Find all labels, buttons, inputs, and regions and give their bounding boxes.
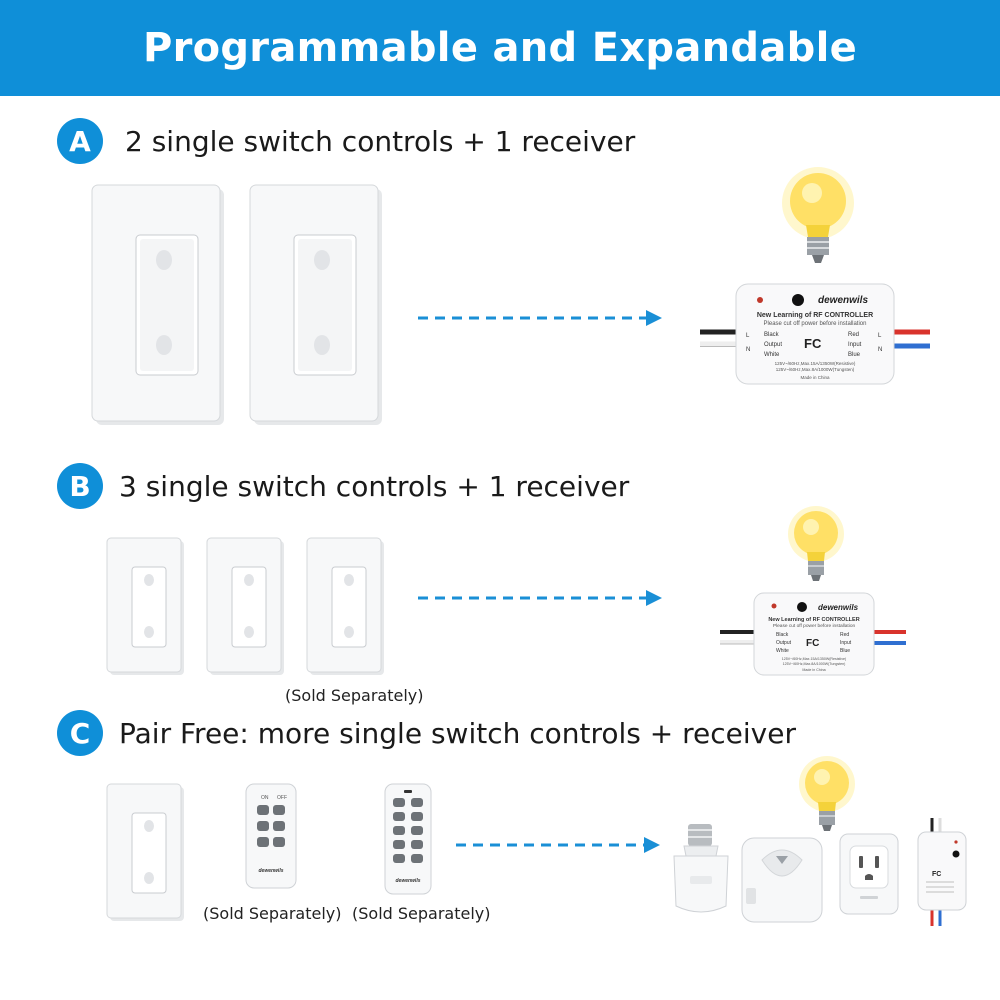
sold-separately-caption: (Sold Separately) (285, 686, 424, 705)
page-title: Programmable and Expandable (142, 25, 858, 71)
receiver-title: New Learning of RF CONTROLLER (757, 312, 873, 319)
section-a-badge: A (57, 118, 103, 164)
section-b-badge: B (57, 463, 103, 509)
receiver-input-label: Input (840, 640, 852, 646)
remote-on-label: ON (261, 795, 269, 801)
plug-in-outlet-switch (741, 837, 823, 923)
wall-switch-small (206, 537, 284, 675)
light-bulb-icon (782, 167, 854, 263)
receiver-n-in: N (878, 347, 882, 353)
fc-mark: FC (804, 336, 822, 351)
receiver-made-in: Made in China (800, 375, 830, 380)
receiver-n-out: N (746, 347, 750, 353)
receiver-warning: Please cut off power before installation (773, 623, 856, 629)
sold-separately-caption: (Sold Separately) (203, 904, 342, 923)
receiver-white-label: White (764, 352, 780, 358)
receiver-spec-2: 125V~/60Hz,Max.8A/1000W(Tungsten) (783, 662, 846, 666)
receiver-controller: dewenwils New Learning of RF CONTROLLER … (700, 283, 930, 385)
receiver-red-label: Red (848, 332, 859, 338)
wall-switch-small (306, 537, 384, 675)
receiver-controller: dewenwils New Learning of RF CONTROLLER … (720, 592, 906, 676)
wall-switch-large (91, 184, 224, 425)
wall-switch-small (106, 783, 184, 921)
receiver-red-label: Red (840, 632, 849, 638)
smart-plug (839, 833, 899, 915)
arrow-b (418, 590, 662, 606)
receiver-black-label: Black (764, 332, 780, 338)
fc-mark: FC (932, 871, 941, 878)
receiver-black-label: Black (776, 632, 789, 638)
section-c-badge: C (57, 710, 103, 756)
receiver-input-label: Input (848, 342, 862, 348)
section-c-title: Pair Free: more single switch controls +… (119, 716, 796, 750)
section-b-heading: B 3 single switch controls + 1 receiver (57, 463, 629, 509)
receiver-warning: Please cut off power before installation (764, 321, 867, 327)
remote-brand: dewenwils (395, 878, 420, 884)
wall-switch-small (106, 537, 184, 675)
section-b-title: 3 single switch controls + 1 receiver (119, 469, 630, 503)
receiver-blue-label: Blue (840, 648, 850, 654)
receiver-spec-2: 125V~/60Hz,Max.8A/1000W(Tungsten) (776, 367, 855, 372)
light-bulb-icon (799, 756, 855, 831)
arrow-a (418, 310, 662, 326)
lamp-socket-adapter (673, 824, 729, 913)
header-banner: Programmable and Expandable (0, 0, 1000, 96)
light-bulb-icon (788, 506, 844, 581)
receiver-output-label: Output (776, 640, 792, 646)
receiver-brand: dewenwils (818, 295, 868, 306)
receiver-output-label: Output (764, 342, 782, 348)
section-b-switches (106, 537, 384, 675)
receiver-l-in: L (878, 333, 882, 339)
section-a-switches (91, 184, 382, 425)
remote-off-label: OFF (277, 795, 287, 801)
section-a-heading: A 2 single switch controls + 1 receiver (57, 118, 635, 164)
receiver-module-small: FC (917, 818, 967, 926)
fc-mark: FC (806, 638, 819, 649)
remote-brand: dewenwils (258, 868, 283, 874)
receiver-white-label: White (776, 648, 789, 654)
wall-switch-large (249, 184, 382, 425)
receiver-blue-label: Blue (848, 352, 861, 358)
receiver-spec-1: 125V~/60Hz,Max.15A/1350W(Resistive) (775, 361, 856, 366)
receiver-l-out: L (746, 333, 750, 339)
receiver-brand: dewenwils (818, 603, 859, 612)
remote-control-3-button: ON OFF dewenwils (245, 783, 297, 889)
section-c-heading: C Pair Free: more single switch controls… (57, 710, 796, 756)
receiver-spec-1: 125V~/60Hz,Max.15A/1350W(Resistive) (782, 657, 846, 661)
section-a-title: 2 single switch controls + 1 receiver (125, 124, 636, 158)
receiver-made-in: Made in China (802, 668, 825, 672)
receiver-title: New Learning of RF CONTROLLER (768, 617, 859, 623)
remote-control-5-button: dewenwils (384, 783, 432, 895)
sold-separately-caption: (Sold Separately) (352, 904, 491, 923)
arrow-c (456, 837, 660, 853)
